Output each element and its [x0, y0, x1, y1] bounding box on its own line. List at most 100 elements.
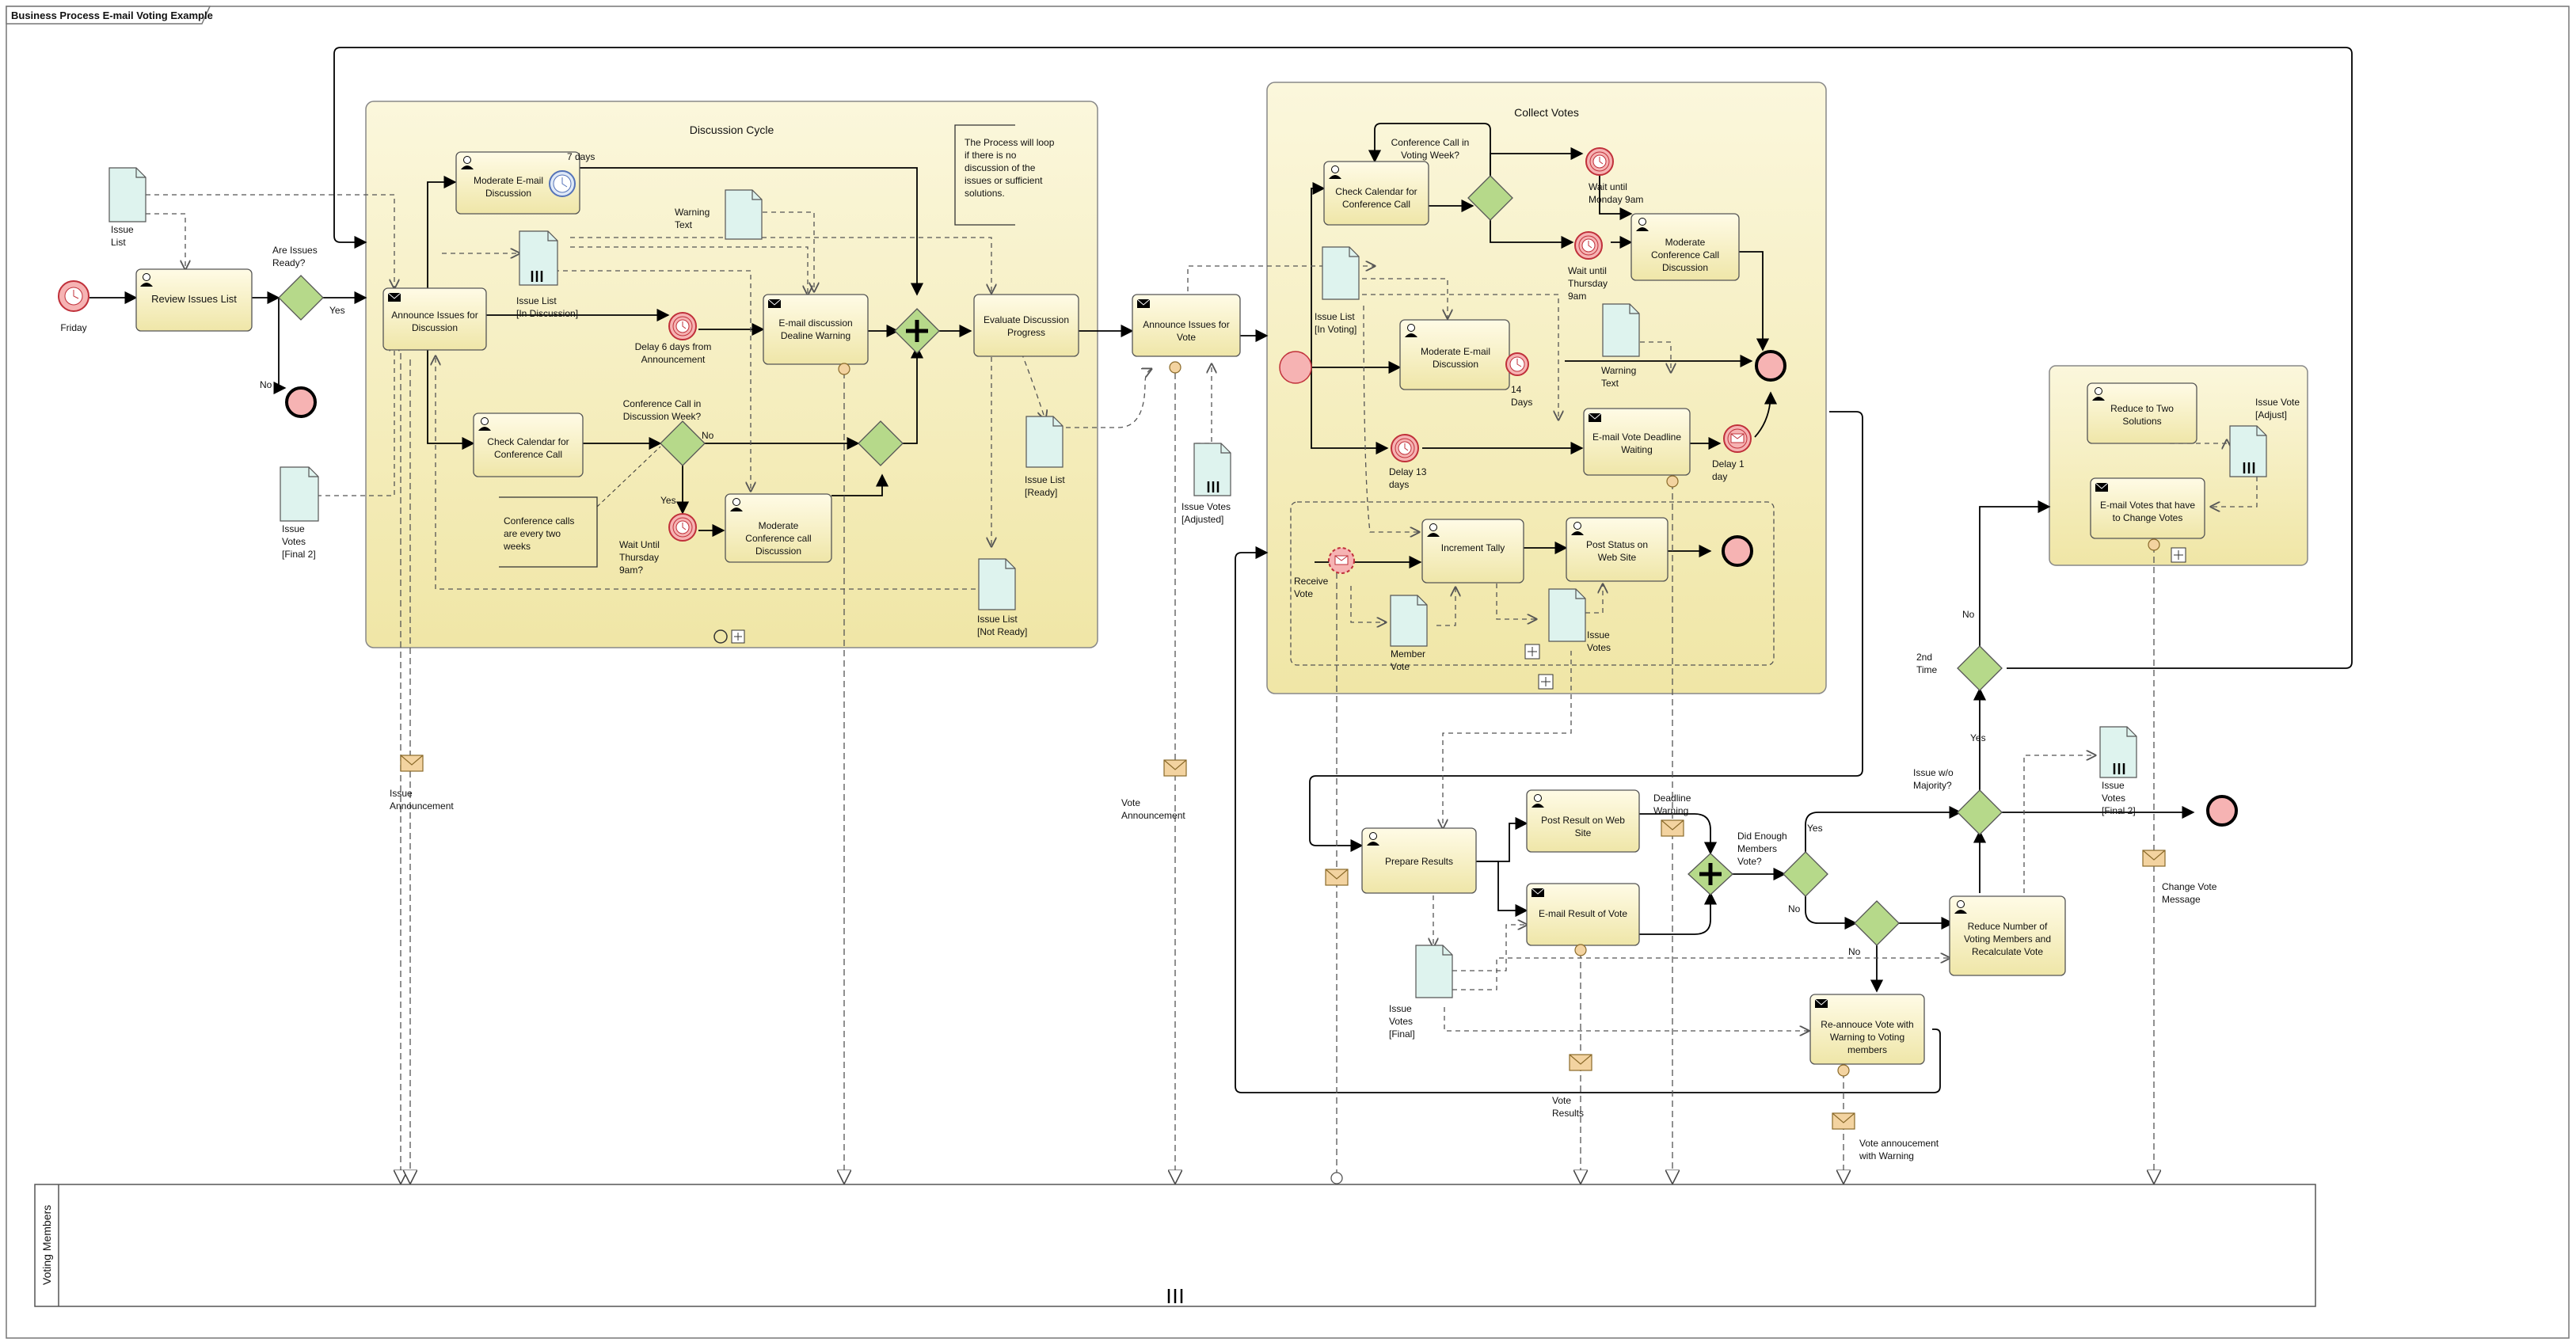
send-envelope-icon [767, 298, 782, 308]
label-7-days: 7 days [567, 151, 595, 162]
timer-wait-thursday-2[interactable] [1574, 231, 1603, 260]
message-issue-announcement[interactable] [400, 755, 424, 772]
end-event-final[interactable] [2206, 795, 2238, 827]
gateway-conference-week-1[interactable] [660, 420, 706, 466]
parallel-gateway-1[interactable] [894, 308, 940, 354]
svg-text:No: No [702, 430, 714, 441]
data-issue-votes-final2-a[interactable] [280, 466, 319, 522]
data-issue-list[interactable] [108, 167, 146, 222]
start-event-collect[interactable] [1279, 351, 1312, 384]
task-prepare-results[interactable]: Prepare Results [1361, 827, 1477, 894]
data-issue-votes[interactable] [1548, 588, 1586, 642]
end-event-collect[interactable] [1755, 350, 1786, 382]
data-issue-vote-adjust[interactable] [2229, 425, 2267, 477]
task-email-result[interactable]: E-mail Result of Vote [1526, 883, 1640, 946]
message-receive-vote[interactable] [1325, 869, 1349, 886]
message-event-delay1[interactable] [1723, 424, 1752, 453]
task-label: Review Issues List [151, 293, 237, 305]
start-timer-event-friday[interactable] [58, 280, 89, 312]
gateway-issues-ready[interactable] [278, 275, 324, 321]
event-subprocess-receive-vote[interactable] [1290, 501, 1775, 666]
task-review-issues-list[interactable]: Review Issues List [135, 268, 253, 332]
svg-text:Issue Vote[Adjust]: Issue Vote[Adjust] [2255, 397, 2300, 420]
data-issue-list-in-discussion[interactable] [519, 230, 558, 286]
parallel-gateway-2[interactable] [1688, 853, 1733, 895]
task-increment-tally[interactable]: Increment Tally [1421, 519, 1524, 584]
label-yes: Yes [329, 305, 345, 316]
message-change-vote[interactable] [2142, 850, 2166, 867]
data-warning-text-1[interactable] [725, 189, 763, 240]
task-label-2: Discussion [412, 322, 458, 333]
gateway-2nd-time[interactable] [1957, 645, 2003, 691]
data-issue-list-in-voting[interactable] [1322, 246, 1360, 300]
gateway-enough-members[interactable] [1783, 851, 1828, 897]
collapse-marker-icon [1538, 674, 1554, 690]
end-event-tally[interactable] [1722, 535, 1753, 567]
gateway-no-enough[interactable] [1854, 900, 1900, 946]
message-deadline-warning[interactable] [1661, 819, 1684, 837]
data-issue-list-not-ready[interactable] [978, 558, 1016, 610]
timer-wait-thursday-1[interactable] [668, 513, 697, 542]
timer-delay13[interactable] [1391, 434, 1419, 462]
message-vote-announcement-warning[interactable] [1832, 1112, 1855, 1130]
gateway-issue-majority[interactable] [1957, 789, 2003, 835]
send-envelope-icon [1136, 298, 1151, 308]
timer-delay6[interactable] [668, 312, 697, 340]
data-member-vote[interactable] [1390, 595, 1428, 647]
end-event-not-ready[interactable] [285, 386, 317, 418]
send-envelope-icon [387, 292, 401, 302]
data-issue-votes-final2-b[interactable] [2099, 726, 2137, 778]
message-vote-results[interactable] [1569, 1054, 1592, 1071]
user-task-icon [730, 498, 743, 511]
data-issue-list-ready[interactable] [1025, 416, 1064, 468]
message-start-receive-vote[interactable] [1328, 547, 1355, 574]
multi-instance-icon [1167, 1289, 1183, 1303]
timer-wait-monday[interactable] [1585, 147, 1614, 176]
data-issue-votes-adjusted[interactable] [1193, 443, 1231, 496]
data-warning-text-2[interactable] [1602, 303, 1640, 357]
timer-boundary-icon [549, 170, 576, 197]
gateway-conference-week-2[interactable] [1467, 175, 1513, 221]
gateway-merge-1[interactable] [858, 420, 904, 466]
message-vote-announcement[interactable] [1163, 759, 1187, 777]
user-task-icon [140, 273, 153, 287]
data-issue-votes-final[interactable] [1415, 945, 1453, 998]
gateways [278, 175, 2003, 946]
send-envelope-icon [1588, 412, 1602, 422]
